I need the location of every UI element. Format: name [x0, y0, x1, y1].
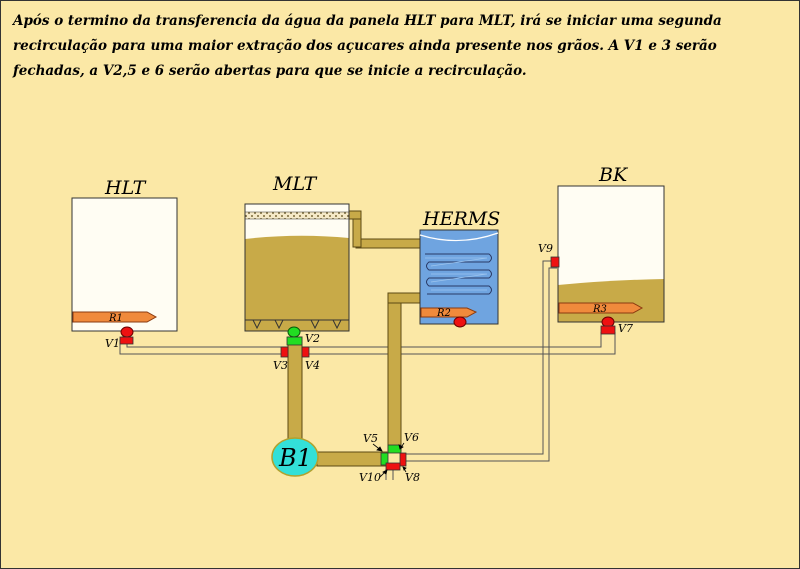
- mlt-tank: MLT: [244, 173, 350, 332]
- pipe-pump-right: [316, 451, 388, 467]
- valve-v9-label: V9: [538, 242, 553, 255]
- mlt-grain-top: [244, 211, 350, 220]
- pump-label: B1: [278, 444, 312, 472]
- valve-v8[interactable]: [399, 452, 407, 467]
- mlt-false-bottom-slots: [252, 319, 342, 330]
- bk-label: BK: [598, 164, 629, 186]
- heater-r1: [72, 311, 158, 323]
- pipe-mlt-herms-v: [352, 214, 362, 248]
- valve-v6[interactable]: [387, 444, 402, 454]
- valve-v10-label: V10: [359, 471, 381, 484]
- valves: [119, 256, 616, 471]
- herms-sensor: [453, 316, 467, 328]
- heater-r2-label: R2: [436, 308, 451, 319]
- valve-v5-label: V5: [363, 432, 378, 445]
- pipe-return-channel: [119, 332, 616, 355]
- thin-lines: [119, 260, 616, 480]
- valve-v4-label: V4: [305, 359, 320, 372]
- valve-v7-label: V7: [618, 322, 633, 335]
- valve-v5[interactable]: [380, 452, 389, 466]
- herms-water-surface: [419, 232, 499, 242]
- pump-body: [271, 437, 319, 477]
- mlt-outlet-sensor: [287, 326, 301, 338]
- mlt-label: MLT: [272, 173, 318, 195]
- thick-pipes: [122, 210, 421, 467]
- valve-v6-label: V6: [404, 431, 419, 444]
- mlt-wort: [245, 235, 349, 331]
- pipe-return-channel-inner: [126, 332, 602, 348]
- valve-v1-label: V1: [105, 337, 120, 350]
- caption-text: Após o termino da transferencia da água …: [13, 13, 722, 79]
- hlt-outlet-sensor: [120, 326, 134, 338]
- valve-v2-label: V2: [305, 332, 320, 345]
- herms-label: HERMS: [422, 208, 500, 230]
- label-pointers: [372, 442, 407, 478]
- valve-v10[interactable]: [385, 462, 401, 471]
- valve-v9[interactable]: [550, 256, 560, 268]
- heater-r3: [558, 302, 644, 314]
- valve-v3[interactable]: [280, 346, 289, 358]
- pipe-v9-line-inner: [403, 267, 557, 462]
- hlt-tank: HLT R1: [71, 177, 178, 332]
- bk-wort: [558, 279, 664, 322]
- pipe-v9-line-outer: [403, 260, 557, 455]
- valve-v7[interactable]: [600, 325, 616, 335]
- herms-coil-inner: [425, 257, 488, 291]
- pipe-herms-vertical: [387, 293, 402, 452]
- pipe-mlt-down: [287, 336, 303, 443]
- herms-tank: R2 HERMS: [419, 208, 500, 328]
- valve-v3-label: V3: [273, 359, 288, 372]
- valve-v2[interactable]: [286, 336, 303, 346]
- bk-outlet-sensor: [601, 316, 615, 328]
- herms-coil: [425, 253, 492, 295]
- valve-v4[interactable]: [301, 346, 310, 358]
- bk-tank: R3 BK: [557, 164, 665, 323]
- heater-r1-label: R1: [108, 313, 123, 324]
- heater-r2: [420, 307, 478, 318]
- hlt-vessel: [71, 197, 178, 332]
- valve-v1[interactable]: [119, 336, 134, 345]
- pipe-herms-top: [387, 292, 421, 304]
- valve-v8-label: V8: [405, 471, 420, 484]
- hlt-label: HLT: [104, 177, 147, 199]
- pump-b1[interactable]: B1: [271, 437, 319, 477]
- heater-r3-label: R3: [592, 304, 607, 315]
- pipe-mlt-herms-h: [355, 238, 421, 249]
